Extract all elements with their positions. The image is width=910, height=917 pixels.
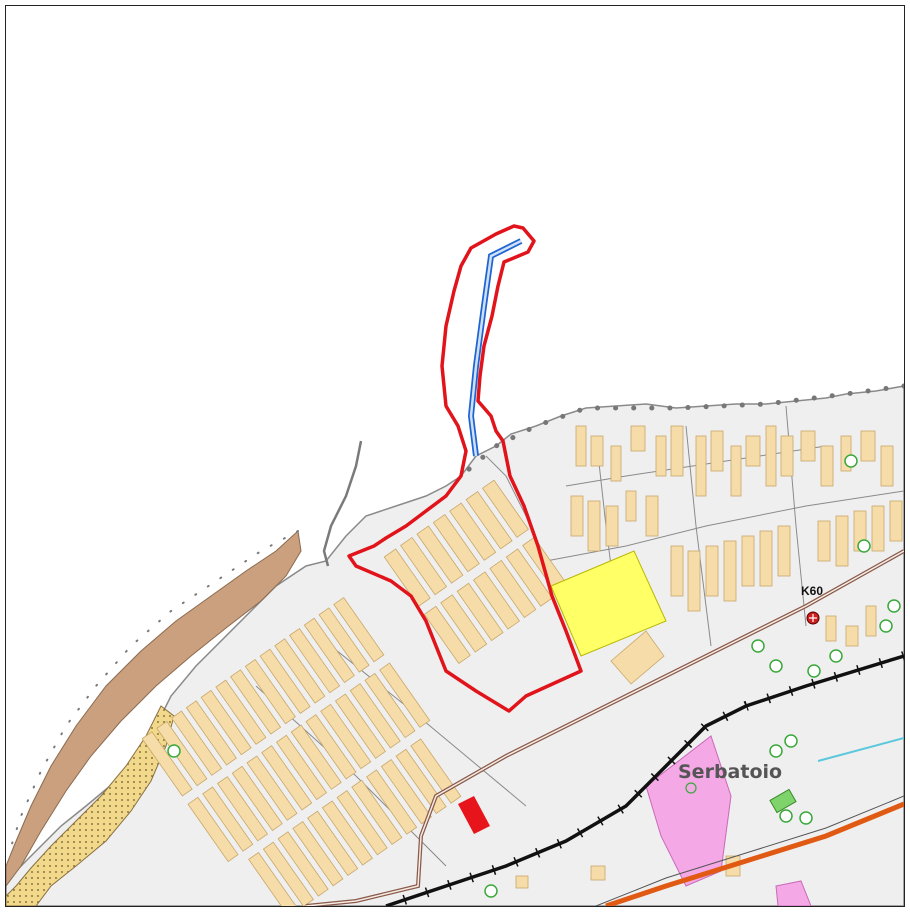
tree-icon <box>167 744 181 758</box>
brown-road-inner <box>305 550 904 906</box>
km-marker-label: K60 <box>801 584 823 598</box>
serbatoio-label: Serbatoio <box>678 761 782 783</box>
highway <box>605 801 904 906</box>
tree-icon <box>807 664 821 678</box>
tree-icon <box>484 884 498 898</box>
tree-group <box>167 454 901 898</box>
perimeter-outline <box>347 224 583 713</box>
tree-icon <box>879 619 893 633</box>
tree-icon <box>844 454 858 468</box>
tree-icon <box>779 809 793 823</box>
railway <box>384 651 904 906</box>
red-parcel <box>458 796 490 834</box>
tree-icon <box>769 744 783 758</box>
tree-icon <box>799 811 813 825</box>
cyan-pipe <box>817 737 904 762</box>
breakwater-left <box>322 440 363 567</box>
tree-icon <box>857 539 871 553</box>
pink-zone-south <box>775 880 812 906</box>
tree-icon <box>887 599 901 613</box>
sand-spit <box>6 530 302 887</box>
highway-edge <box>595 795 904 906</box>
map-canvas[interactable]: K60 Serbatoio <box>5 5 905 907</box>
tree-icon <box>751 639 765 653</box>
serbatoio-tree-icon <box>685 782 697 794</box>
coast-dots <box>458 383 904 479</box>
green-zone <box>769 788 797 814</box>
beach-strip <box>6 705 175 906</box>
yellow-zone <box>550 550 667 657</box>
station-marker[interactable] <box>806 611 820 625</box>
map-svg[interactable]: K60 Serbatoio <box>6 6 904 906</box>
tree-icon <box>769 659 783 673</box>
channel-inner <box>469 239 522 457</box>
tree-icon <box>829 649 843 663</box>
tree-icon <box>784 734 798 748</box>
